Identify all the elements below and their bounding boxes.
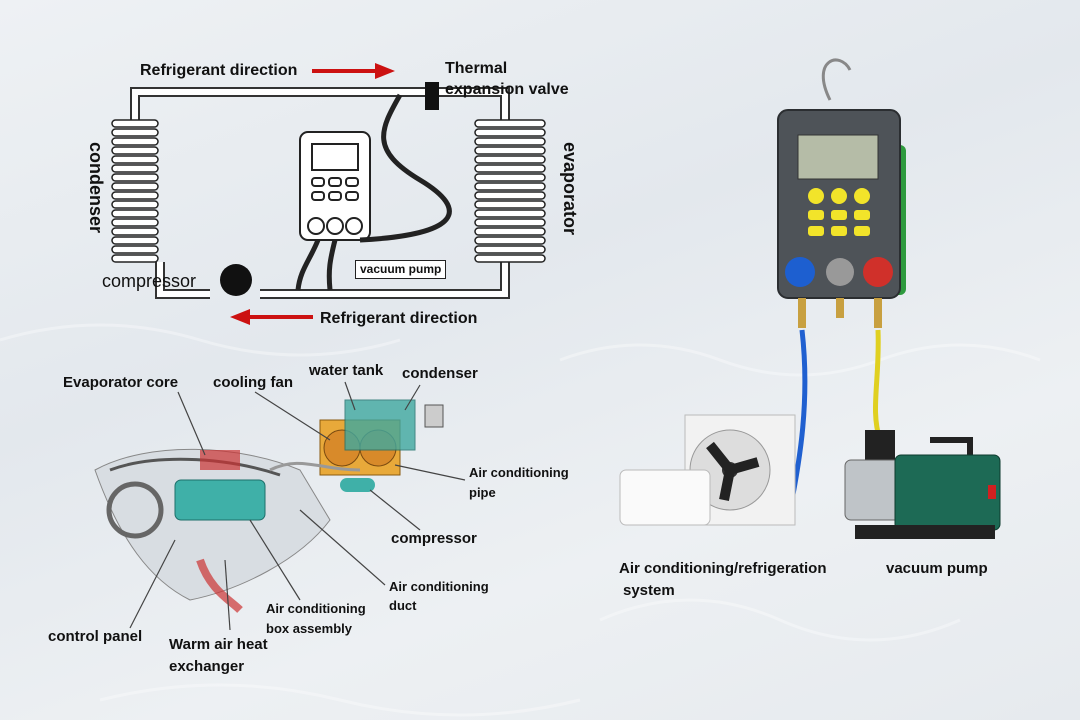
cooling-fan-label: cooling fan <box>213 374 293 391</box>
manifold-gauge-product <box>777 58 906 511</box>
refrigerant-pipe-loop <box>130 87 510 299</box>
evaporator-coil <box>474 119 546 263</box>
evaporator-label: evaporator <box>560 142 580 236</box>
expansion-valve-label: expansion valve <box>445 81 569 98</box>
ac-system-label-1: Air conditioning/refrigeration <box>619 560 827 577</box>
ac-box-label-1: Air conditioning <box>266 601 366 616</box>
thermal-label: Thermal <box>445 60 508 77</box>
warm-air-label-2: exchanger <box>169 658 245 675</box>
warm-air-label-1: Warm air heat <box>169 636 268 653</box>
condenser-label: condenser <box>86 142 106 234</box>
condenser-car-label: condenser <box>402 365 478 382</box>
air-conditioner-product <box>619 414 796 526</box>
refrigerant-direction-label-bottom: Refrigerant direction <box>320 310 478 327</box>
vacuum-pump-product <box>844 430 1001 539</box>
refrigerant-direction-arrow-top <box>312 63 395 79</box>
ac-duct-label-1: Air conditioning <box>389 579 489 594</box>
car-label-leader-lines <box>129 381 466 631</box>
refrigerant-direction-label-top: Refrigerant direction <box>140 62 298 79</box>
manifold-gauge-sketch <box>295 93 452 291</box>
compressor-symbol <box>220 264 252 296</box>
ac-duct-label-2: duct <box>389 598 417 613</box>
control-panel-label: control panel <box>48 628 143 645</box>
compressor-label: compressor <box>102 271 197 291</box>
vacuum-pump-label-box: vacuum pump <box>355 260 447 279</box>
water-ripple-background <box>0 323 1041 717</box>
expansion-valve-symbol <box>425 82 439 110</box>
ac-pipe-label-1: Air conditioning <box>469 465 569 480</box>
condenser-coil <box>111 119 159 263</box>
ac-box-label-2: box assembly <box>266 621 352 636</box>
evaporator-core-label: Evaporator core <box>63 374 179 391</box>
compressor-car-label: compressor <box>391 530 477 547</box>
car-ac-illustration <box>94 399 444 613</box>
refrigerant-direction-arrow-bottom <box>230 309 313 325</box>
water-tank-label: water tank <box>309 362 384 379</box>
vacuum-pump-product-label: vacuum pump <box>886 560 988 577</box>
ac-system-label-2: system <box>623 582 675 599</box>
ac-pipe-label-2: pipe <box>469 485 496 500</box>
